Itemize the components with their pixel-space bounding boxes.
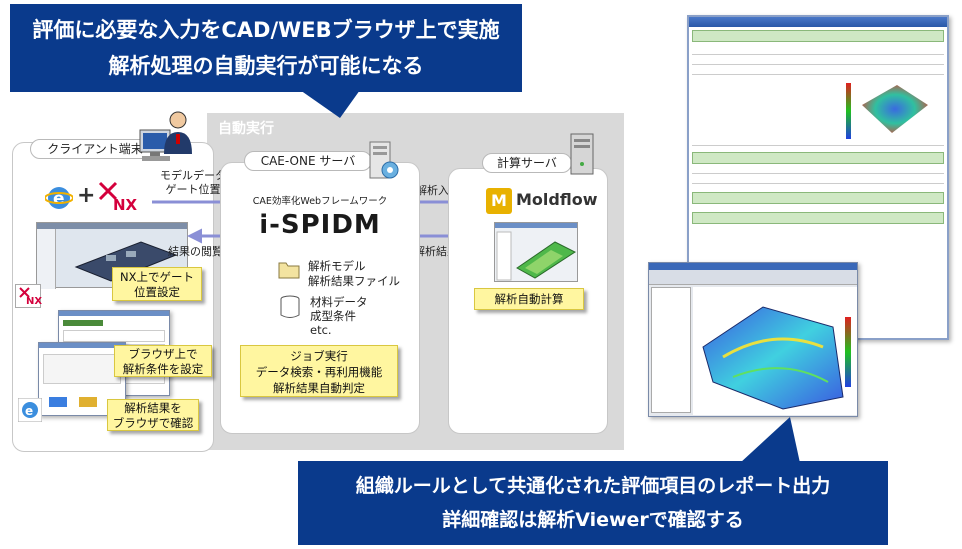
folder-icon: [278, 262, 300, 279]
arrow-label-analysis-result: 解析結果: [414, 245, 458, 258]
top-callout-line1: 評価に必要な入力をCAD/WEBブラウザ上で実施: [32, 18, 500, 42]
user-computer-icon: [139, 111, 192, 161]
arrow-label-result-view: 結果の閲覧: [168, 245, 223, 258]
top-callout: 評価に必要な入力をCAD/WEBブラウザ上で実施 解析処理の自動実行が可能になる: [10, 4, 522, 92]
auto-exec-label: 自動実行: [218, 121, 274, 137]
framework-label: CAE効率化Webフレームワーク: [252, 196, 388, 207]
ispidm-logo: i-SPIDM: [259, 210, 381, 240]
moldflow-label: Moldflow: [516, 190, 598, 209]
top-callout-tail: [300, 90, 360, 118]
report-titlebar: [689, 17, 947, 27]
bottom-callout-tail: [740, 417, 800, 463]
note-result-check: 解析結果を ブラウザで確認: [107, 399, 199, 431]
nx-small-icon: NX: [15, 284, 43, 308]
files-line1: 解析モデル: [308, 259, 366, 273]
moldflow-icon: M: [486, 188, 512, 214]
bottom-callout-line1: 組織ルールとして共通化された評価項目のレポート出力: [355, 475, 831, 497]
note-job-line1: ジョブ実行: [290, 349, 348, 363]
database-icon: [280, 295, 300, 318]
top-callout-line2: 解析処理の自動実行が可能になる: [108, 54, 424, 78]
calc-server-title: 計算サーバ: [482, 153, 572, 173]
nx-label: NX: [113, 196, 138, 214]
note-browser-line2: 解析条件を設定: [122, 362, 204, 376]
note-result-line1: 解析結果を: [124, 401, 182, 415]
note-job-line3: 解析結果自動判定: [273, 381, 365, 395]
server-tower-icon: [570, 133, 594, 175]
arrow-label-model-line2: ゲート位置: [165, 183, 221, 196]
plus-sign: +: [77, 183, 96, 208]
files-label: 解析モデル 解析結果ファイル: [308, 259, 400, 289]
client-title: クライアント端末: [30, 139, 160, 159]
db-label: 材料データ 成型条件 etc.: [310, 295, 368, 337]
db-line1: 材料データ: [310, 295, 368, 309]
arrow-label-model-line1: モデルデータ: [160, 169, 226, 182]
note-browser-line1: ブラウザ上で: [128, 347, 198, 361]
note-nx-gate: NX上でゲート 位置設定: [112, 267, 202, 301]
viewer-window: [648, 262, 858, 417]
nx-small-icon-label: NX: [26, 296, 43, 307]
cae-one-server-title: CAE-ONE サーバ: [244, 151, 372, 171]
moldflow-screenshot: [494, 222, 578, 282]
note-result-line2: ブラウザで確認: [112, 416, 194, 430]
note-nx-gate-line2: 位置設定: [134, 285, 180, 299]
files-line2: 解析結果ファイル: [308, 274, 400, 288]
note-nx-gate-line1: NX上でゲート: [120, 270, 194, 284]
svg-text:e: e: [25, 404, 33, 418]
db-line2: 成型条件: [310, 309, 356, 323]
db-line3: etc.: [310, 323, 332, 337]
viewer-titlebar: [649, 263, 857, 270]
note-job-line2: データ検索・再利用機能: [255, 365, 383, 379]
nx-logo-icon: [98, 181, 118, 201]
ie-icon: e: [45, 187, 73, 209]
browser-result-screenshot: [38, 342, 126, 416]
ie-small-icon: e: [18, 398, 42, 422]
note-browser-conditions: ブラウザ上で 解析条件を設定: [114, 345, 212, 377]
note-job-exec: ジョブ実行 データ検索・再利用機能 解析結果自動判定: [240, 345, 398, 397]
arrow-label-model-data: モデルデータ ゲート位置: [160, 169, 226, 197]
svg-text:e: e: [53, 189, 65, 209]
bottom-callout-line2: 詳細確認は解析Viewerで確認する: [442, 509, 744, 531]
bottom-callout: 組織ルールとして共通化された評価項目のレポート出力 詳細確認は解析Viewerで…: [298, 461, 888, 545]
server-gear-icon: [369, 141, 399, 179]
note-auto-calc: 解析自動計算: [474, 288, 584, 310]
